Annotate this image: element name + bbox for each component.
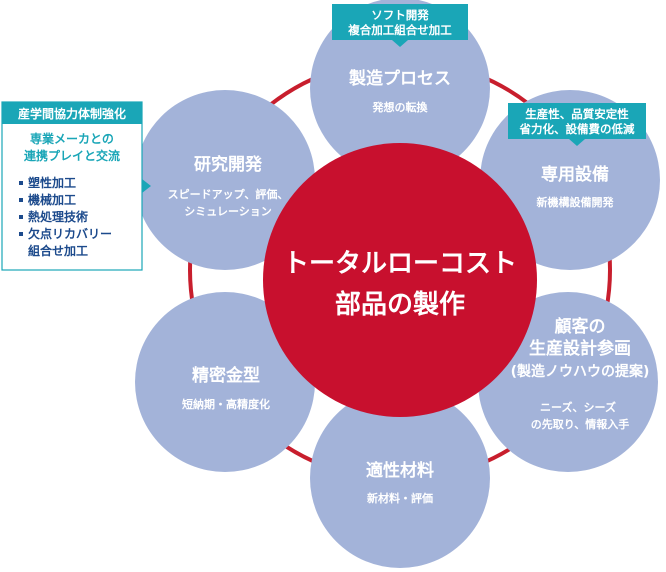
node-title: 研究開発	[194, 154, 263, 175]
side-box-item: 機械加工	[28, 192, 76, 207]
node-subtitle-line1: ニーズ、シーズ	[540, 400, 616, 414]
side-box-item: 欠点リカバリー	[28, 226, 112, 241]
node-subtitle-line2: の先取り、情報入手	[531, 417, 630, 431]
node-manufacturing-process: 製造プロセス 発想の転換	[310, 0, 490, 178]
node-material: 適性材料 新材料・評価	[310, 388, 490, 568]
node-subtitle: 新機構設備開発	[537, 195, 615, 209]
bullet-icon	[19, 181, 23, 185]
tag-software: ソフト開発 複合加工組合せ加工	[332, 4, 468, 47]
tag-line1: ソフト開発	[371, 8, 429, 22]
center-title-line2: 部品の製作	[335, 290, 465, 320]
tag-line1: 生産性、品質安定性	[525, 107, 629, 121]
side-box-item: 熱処理技術	[28, 209, 88, 224]
node-title: 精密金型	[192, 365, 260, 386]
node-title: 専用設備	[541, 164, 609, 185]
side-box-item-continued: 組合せ加工	[28, 243, 88, 258]
side-box-lead-line1: 専業メーカとの	[30, 131, 114, 146]
side-box-header: 産学間協力体制強化	[18, 106, 126, 121]
node-subtitle: 新材料・評価	[367, 491, 433, 505]
node-subtitle: 発想の転換	[372, 100, 429, 114]
node-title: 適性材料	[366, 460, 434, 481]
node-subtitle-line1: スピードアップ、評価、	[168, 187, 289, 201]
node-subtitle-line2: シミュレーション	[184, 205, 272, 218]
tag-line2: 省力化、設備費の低減	[519, 122, 635, 136]
bullet-icon	[19, 215, 23, 219]
side-box-lead-line2: 連携プレイと交流	[24, 148, 120, 163]
node-precision-mold: 精密金型 短納期・高精度化	[135, 292, 315, 472]
center-core: トータルローコスト 部品の製作	[263, 143, 537, 417]
node-title-line2: 生産設計参画	[529, 338, 631, 359]
tag-line2: 複合加工組合せ加工	[347, 23, 452, 37]
center-title-line1: トータルローコスト	[283, 249, 517, 279]
node-title: 製造プロセス	[348, 68, 451, 89]
node-title-line3: (製造ノウハウの提案)	[511, 363, 650, 380]
side-box-cooperation: 産学間協力体制強化 専業メーカとの 連携プレイと交流 塑性加工 機械加工 熱処理…	[1, 101, 151, 271]
side-box-item: 塑性加工	[28, 175, 76, 190]
tag-productivity: 生産性、品質安定性 省力化、設備費の低減	[508, 103, 646, 146]
bullet-icon	[19, 232, 23, 236]
node-title-line1: 顧客の	[555, 316, 606, 337]
node-subtitle: 短納期・高精度化	[182, 397, 270, 411]
bullet-icon	[19, 198, 23, 202]
node-research: 研究開発 スピードアップ、評価、 シミュレーション	[135, 90, 315, 270]
